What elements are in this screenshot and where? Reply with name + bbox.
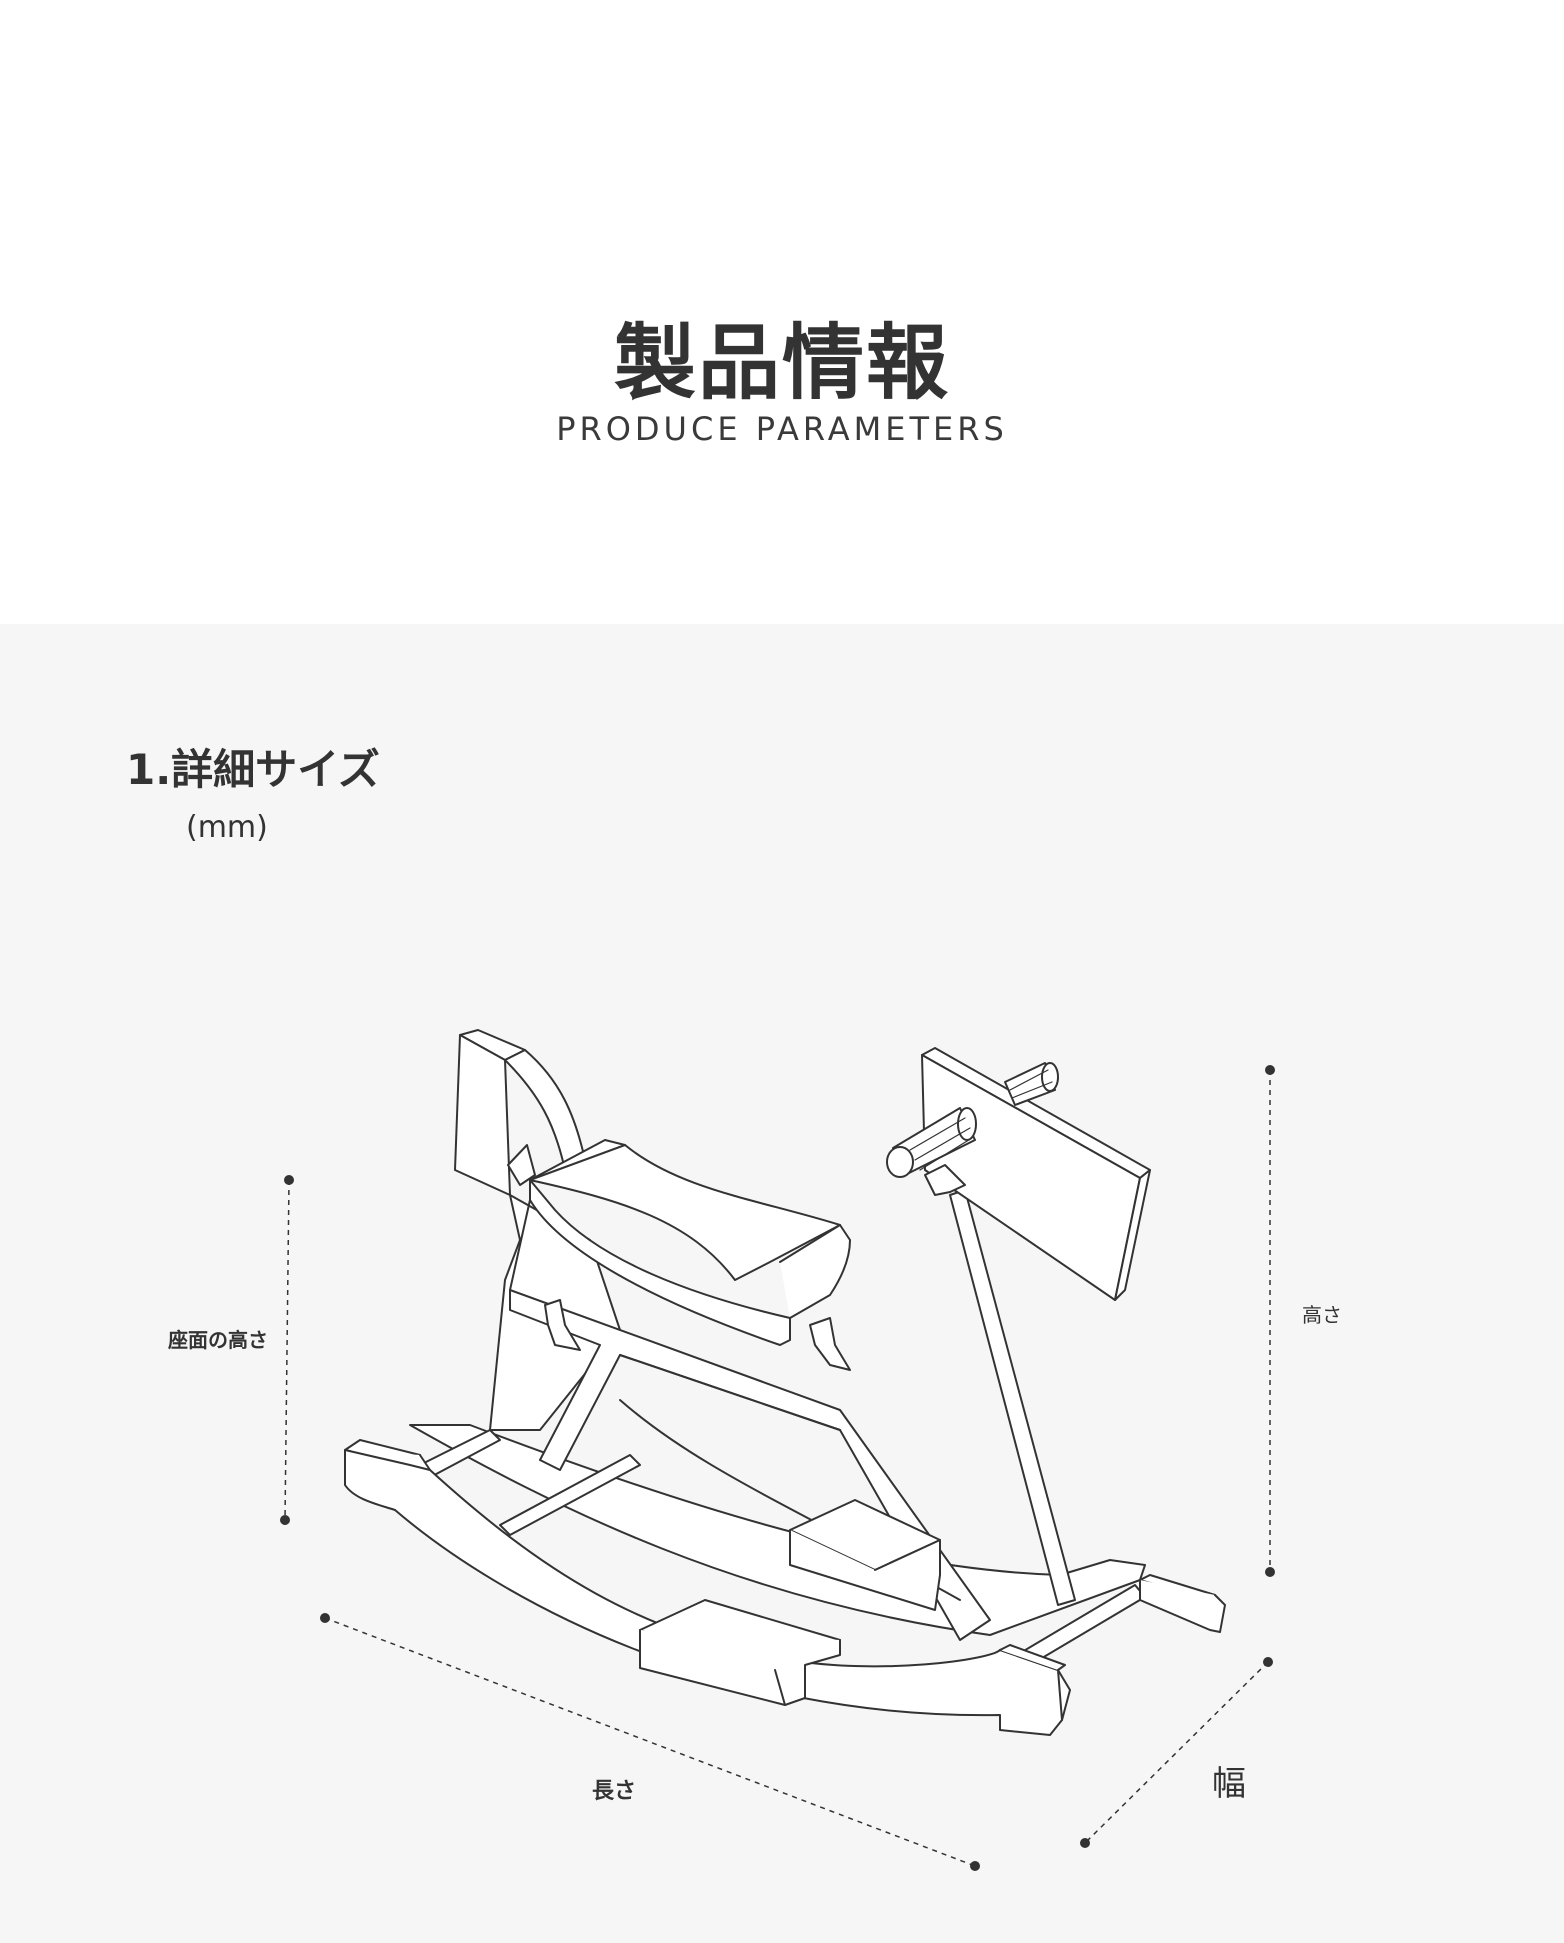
page-title: 製品情報	[613, 316, 950, 411]
seat-height-bottom-dot	[280, 1515, 290, 1525]
height-top-dot	[1265, 1065, 1275, 1075]
width-label: 幅	[1212, 1764, 1246, 1804]
length-label: 長さ	[592, 1779, 636, 1804]
dimension-width	[1084, 1661, 1269, 1844]
length-right-dot	[970, 1861, 980, 1871]
length-left-dot	[320, 1613, 330, 1623]
seat-height-top-dot	[284, 1175, 294, 1185]
width-bottom-dot	[1080, 1838, 1090, 1848]
horse-head-board	[921, 1047, 1151, 1301]
handle-back	[1004, 1062, 1059, 1106]
handle-front	[886, 1107, 977, 1178]
unit-label: (mm)	[186, 810, 268, 845]
footrest-back	[789, 1499, 941, 1611]
width-top-dot	[1263, 1657, 1273, 1667]
seat-height-label: 座面の高さ	[168, 1328, 268, 1352]
section-title: 1.詳細サイズ	[126, 745, 380, 794]
back-rocker-tip	[1139, 1574, 1226, 1633]
header-section: 製品情報 PRODUCE PARAMETERS	[0, 0, 1564, 624]
dimension-seat-height	[284, 1179, 290, 1521]
front-rocker	[344, 1439, 1071, 1736]
height-label: 高さ	[1302, 1303, 1342, 1327]
size-panel	[0, 624, 1564, 1943]
page-subtitle: PRODUCE PARAMETERS	[556, 410, 1008, 448]
bracket-pieces	[507, 1144, 966, 1371]
horse-seat	[509, 1139, 851, 1346]
footrest-front	[639, 1599, 841, 1706]
height-bottom-dot	[1265, 1567, 1275, 1577]
